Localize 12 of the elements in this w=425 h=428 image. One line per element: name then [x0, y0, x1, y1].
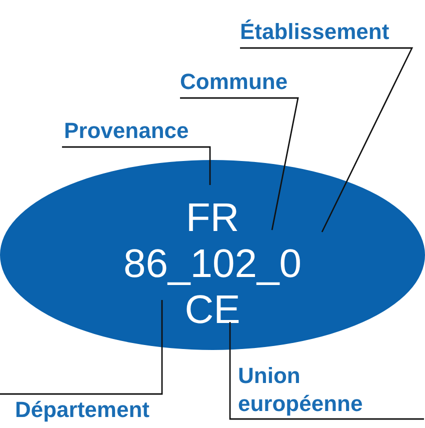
callout-label: Provenance	[64, 117, 214, 147]
stamp-code-text: CE	[184, 288, 242, 332]
callout-label: Établissement	[240, 18, 415, 48]
stamp-code-text: FR	[184, 196, 240, 240]
callout-label: Département	[15, 396, 180, 426]
callout-label: Commune	[180, 68, 300, 98]
leader-line	[0, 300, 163, 395]
leader-line	[229, 321, 425, 420]
leader-line	[240, 47, 414, 232]
stamp-code-text: 86_102_0	[122, 242, 302, 286]
leader-line	[180, 97, 299, 230]
callout-label: Union européenne	[238, 362, 388, 418]
